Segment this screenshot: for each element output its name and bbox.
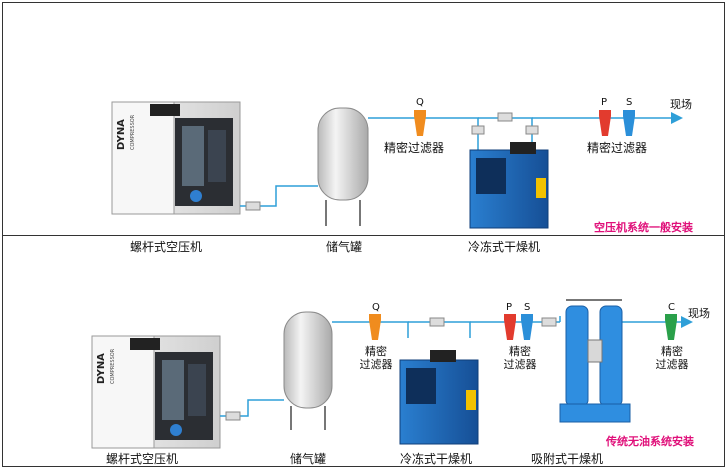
valve-top-2 [497, 112, 513, 122]
valve-top-1 [245, 201, 261, 211]
filter-q-bottom [369, 314, 381, 340]
caption-top: 空压机系统一般安装 [594, 221, 693, 234]
pipe-top [240, 112, 683, 207]
label-outlet-top: 现场 [670, 98, 692, 111]
valve-bottom-1 [429, 317, 445, 327]
valve-bottom-3 [225, 411, 241, 421]
label-filter3-bottom: 精密 过滤器 [652, 345, 692, 371]
label-screw-compressor-top: 螺杆式空压机 [130, 240, 203, 254]
filter-p-top [599, 110, 611, 136]
letter-p-top: P [601, 97, 608, 108]
valve-top-4 [525, 125, 539, 135]
label-screw-compressor-bottom: 螺杆式空压机 [106, 452, 179, 466]
adsorption-dryer-bottom [559, 299, 631, 423]
refrigerated-dryer-bottom [399, 350, 479, 445]
filter-s-bottom [521, 314, 533, 340]
air-tank-bottom [283, 311, 333, 430]
letter-s-top: S [626, 97, 633, 108]
label-filter1-bottom: 精密 过滤器 [358, 345, 394, 371]
screw-compressor-top: DYNA COMPRESSOR [111, 101, 241, 215]
label-refrigerated-dryer-top: 冷冻式干燥机 [468, 240, 541, 254]
letter-c-bottom: C [668, 302, 675, 313]
refrigerated-dryer-top [469, 142, 549, 229]
valve-top-3 [471, 125, 485, 135]
filter-s-top [623, 110, 635, 136]
letter-p-bottom: P [506, 302, 513, 313]
filter-p-bottom [504, 314, 516, 340]
letter-q-bottom: Q [372, 302, 380, 313]
svg-text:COMPRESSOR: COMPRESSOR [130, 114, 136, 150]
label-filter3-bottom-line2: 过滤器 [655, 358, 689, 371]
screw-compressor-bottom: DYNA COMPRESSOR [91, 335, 221, 449]
label-filter2-bottom-line2: 过滤器 [503, 358, 537, 371]
label-filter2-bottom-line1: 精密 [509, 345, 531, 358]
svg-text:DYNA: DYNA [116, 119, 127, 150]
caption-bottom: 传统无油系统安装 [606, 435, 694, 448]
svg-text:DYNA: DYNA [96, 353, 107, 384]
label-outlet-bottom: 现场 [688, 307, 710, 320]
label-refrigerated-dryer-bottom: 冷冻式干燥机 [400, 452, 473, 466]
label-filter2-top: 精密过滤器 [587, 141, 648, 155]
letter-s-bottom: S [524, 302, 531, 313]
letter-q-top: Q [416, 97, 424, 108]
label-air-tank-top: 储气罐 [326, 240, 363, 254]
valve-bottom-2 [541, 317, 557, 327]
air-tank-top [317, 107, 369, 226]
svg-text:COMPRESSOR: COMPRESSOR [110, 348, 116, 384]
label-filter2-bottom: 精密 过滤器 [500, 345, 540, 371]
filter-c-bottom [665, 314, 677, 340]
label-filter3-bottom-line1: 精密 [661, 345, 683, 358]
label-air-tank-bottom: 储气罐 [290, 452, 327, 466]
filter-q-top [414, 110, 426, 136]
label-adsorption-dryer-bottom: 吸附式干燥机 [531, 452, 604, 466]
label-filter1-bottom-line2: 过滤器 [359, 358, 393, 371]
label-filter1-top: 精密过滤器 [384, 141, 445, 155]
label-filter1-bottom-line1: 精密 [365, 345, 387, 358]
